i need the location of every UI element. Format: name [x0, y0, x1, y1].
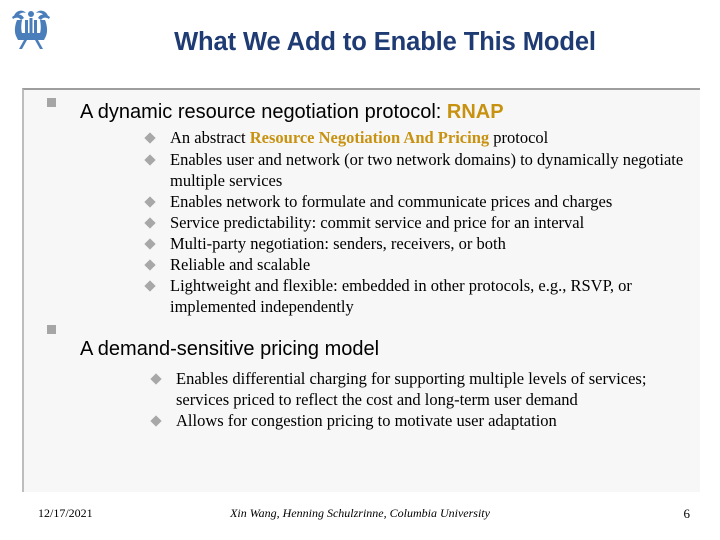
- bullet-level2: Service predictability: commit service a…: [80, 212, 700, 233]
- diamond-bullet-icon: [144, 238, 156, 250]
- square-bullet-icon: [47, 325, 56, 335]
- bullet-level1: A dynamic resource negotiation protocol:…: [24, 90, 700, 317]
- diamond-bullet-icon: [144, 196, 156, 208]
- diamond-bullet-icon: [144, 259, 156, 271]
- item-highlight-text: Resource Negotiation And Pricing: [249, 128, 490, 148]
- bullet-level2: Multi-party negotiation: senders, receiv…: [80, 233, 700, 254]
- diamond-bullet-icon: [144, 280, 156, 292]
- bullet-level2: Enables user and network (or two network…: [80, 149, 700, 191]
- bullet-level2: Lightweight and flexible: embedded in ot…: [80, 275, 700, 317]
- slide-footer: 12/17/2021 Xin Wang, Henning Schulzrinne…: [0, 506, 720, 528]
- columbia-crown-logo: [8, 6, 54, 50]
- bullet-level2-text: Reliable and scalable: [170, 255, 311, 275]
- bullet-level1-text: A demand-sensitive pricing model: [80, 338, 380, 361]
- bullet-level2-text: Multi-party negotiation: senders, receiv…: [170, 233, 506, 253]
- bullet-level2: An abstract Resource Negotiation And Pri…: [80, 127, 700, 148]
- sublist-section-2: Enables differential charging for suppor…: [80, 362, 700, 431]
- bullet-level2-text: Allows for congestion pricing to motivat…: [176, 410, 557, 430]
- bullet-level1-text: A dynamic resource negotiation protocol:…: [80, 100, 700, 124]
- item-post-text: protocol: [489, 128, 549, 148]
- footer-date: 12/17/2021: [38, 506, 93, 520]
- bullet-level1: A demand-sensitive pricing model Enables…: [24, 317, 700, 431]
- bullet-level2-text: Enables network to formulate and communi…: [170, 191, 613, 211]
- footer-attribution: Xin Wang, Henning Schulzrinne, Columbia …: [230, 506, 490, 520]
- bullet-level2: Enables differential charging for suppor…: [80, 368, 700, 410]
- heading-highlight-text: RNAP: [446, 101, 504, 123]
- sublist-section-1: An abstract Resource Negotiation And Pri…: [80, 124, 700, 317]
- bullet-level2-text: An abstract Resource Negotiation And Pri…: [170, 127, 700, 148]
- bullet-level2-text: Service predictability: commit service a…: [170, 212, 585, 232]
- diamond-bullet-icon: [150, 373, 162, 385]
- bullet-level2-text: Lightweight and flexible: embedded in ot…: [170, 276, 632, 317]
- bullet-level2-text: Enables differential charging for suppor…: [176, 368, 647, 409]
- diamond-bullet-icon: [150, 415, 162, 427]
- heading-plain-text: A dynamic resource negotiation protocol:: [80, 101, 447, 123]
- slide-content-box: A dynamic resource negotiation protocol:…: [22, 88, 700, 492]
- diamond-bullet-icon: [144, 132, 156, 145]
- footer-page-number: 6: [683, 506, 691, 521]
- diamond-bullet-icon: [144, 217, 156, 229]
- bullet-level2: Reliable and scalable: [80, 254, 700, 275]
- square-bullet-icon: [47, 98, 56, 107]
- item-pre-text: An abstract: [170, 128, 250, 148]
- diamond-bullet-icon: [144, 153, 156, 166]
- outline-list: A dynamic resource negotiation protocol:…: [24, 90, 700, 431]
- bullet-level2: Enables network to formulate and communi…: [80, 191, 700, 212]
- bullet-level2: Allows for congestion pricing to motivat…: [80, 410, 700, 431]
- bullet-level2-text: Enables user and network (or two network…: [170, 149, 684, 190]
- page-title: What We Add to Enable This Model: [174, 28, 596, 56]
